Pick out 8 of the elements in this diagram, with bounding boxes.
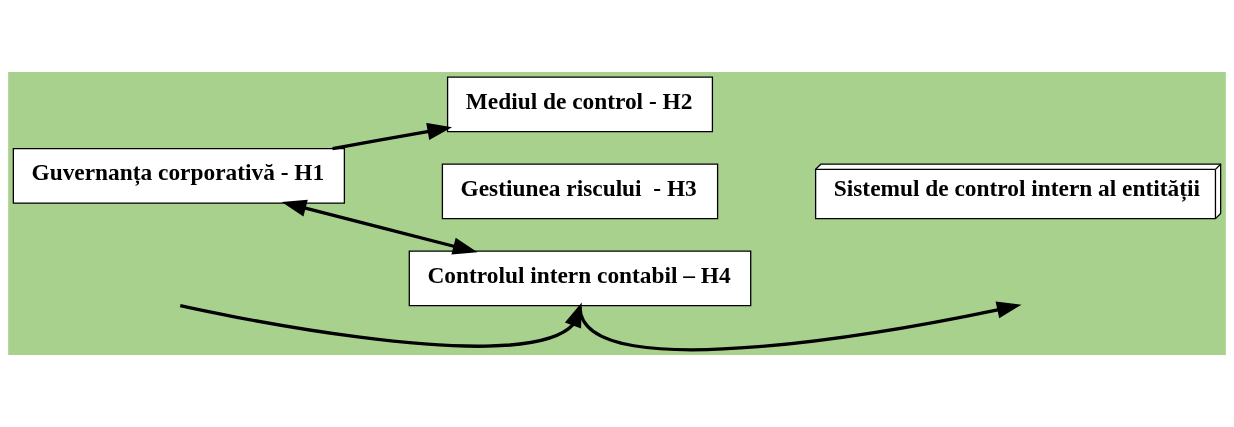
node-box: Guvernanța corporativă - H1 — [12, 147, 346, 204]
node-box: Controlul intern contabil – H4 — [408, 250, 752, 307]
arrow — [281, 199, 478, 255]
arrow — [179, 302, 582, 348]
arrow — [564, 301, 1022, 352]
node-box: Gestiunea riscului - H3 — [441, 163, 719, 220]
arrow — [332, 123, 453, 151]
node-box: Mediul de control - H2 — [446, 76, 714, 133]
